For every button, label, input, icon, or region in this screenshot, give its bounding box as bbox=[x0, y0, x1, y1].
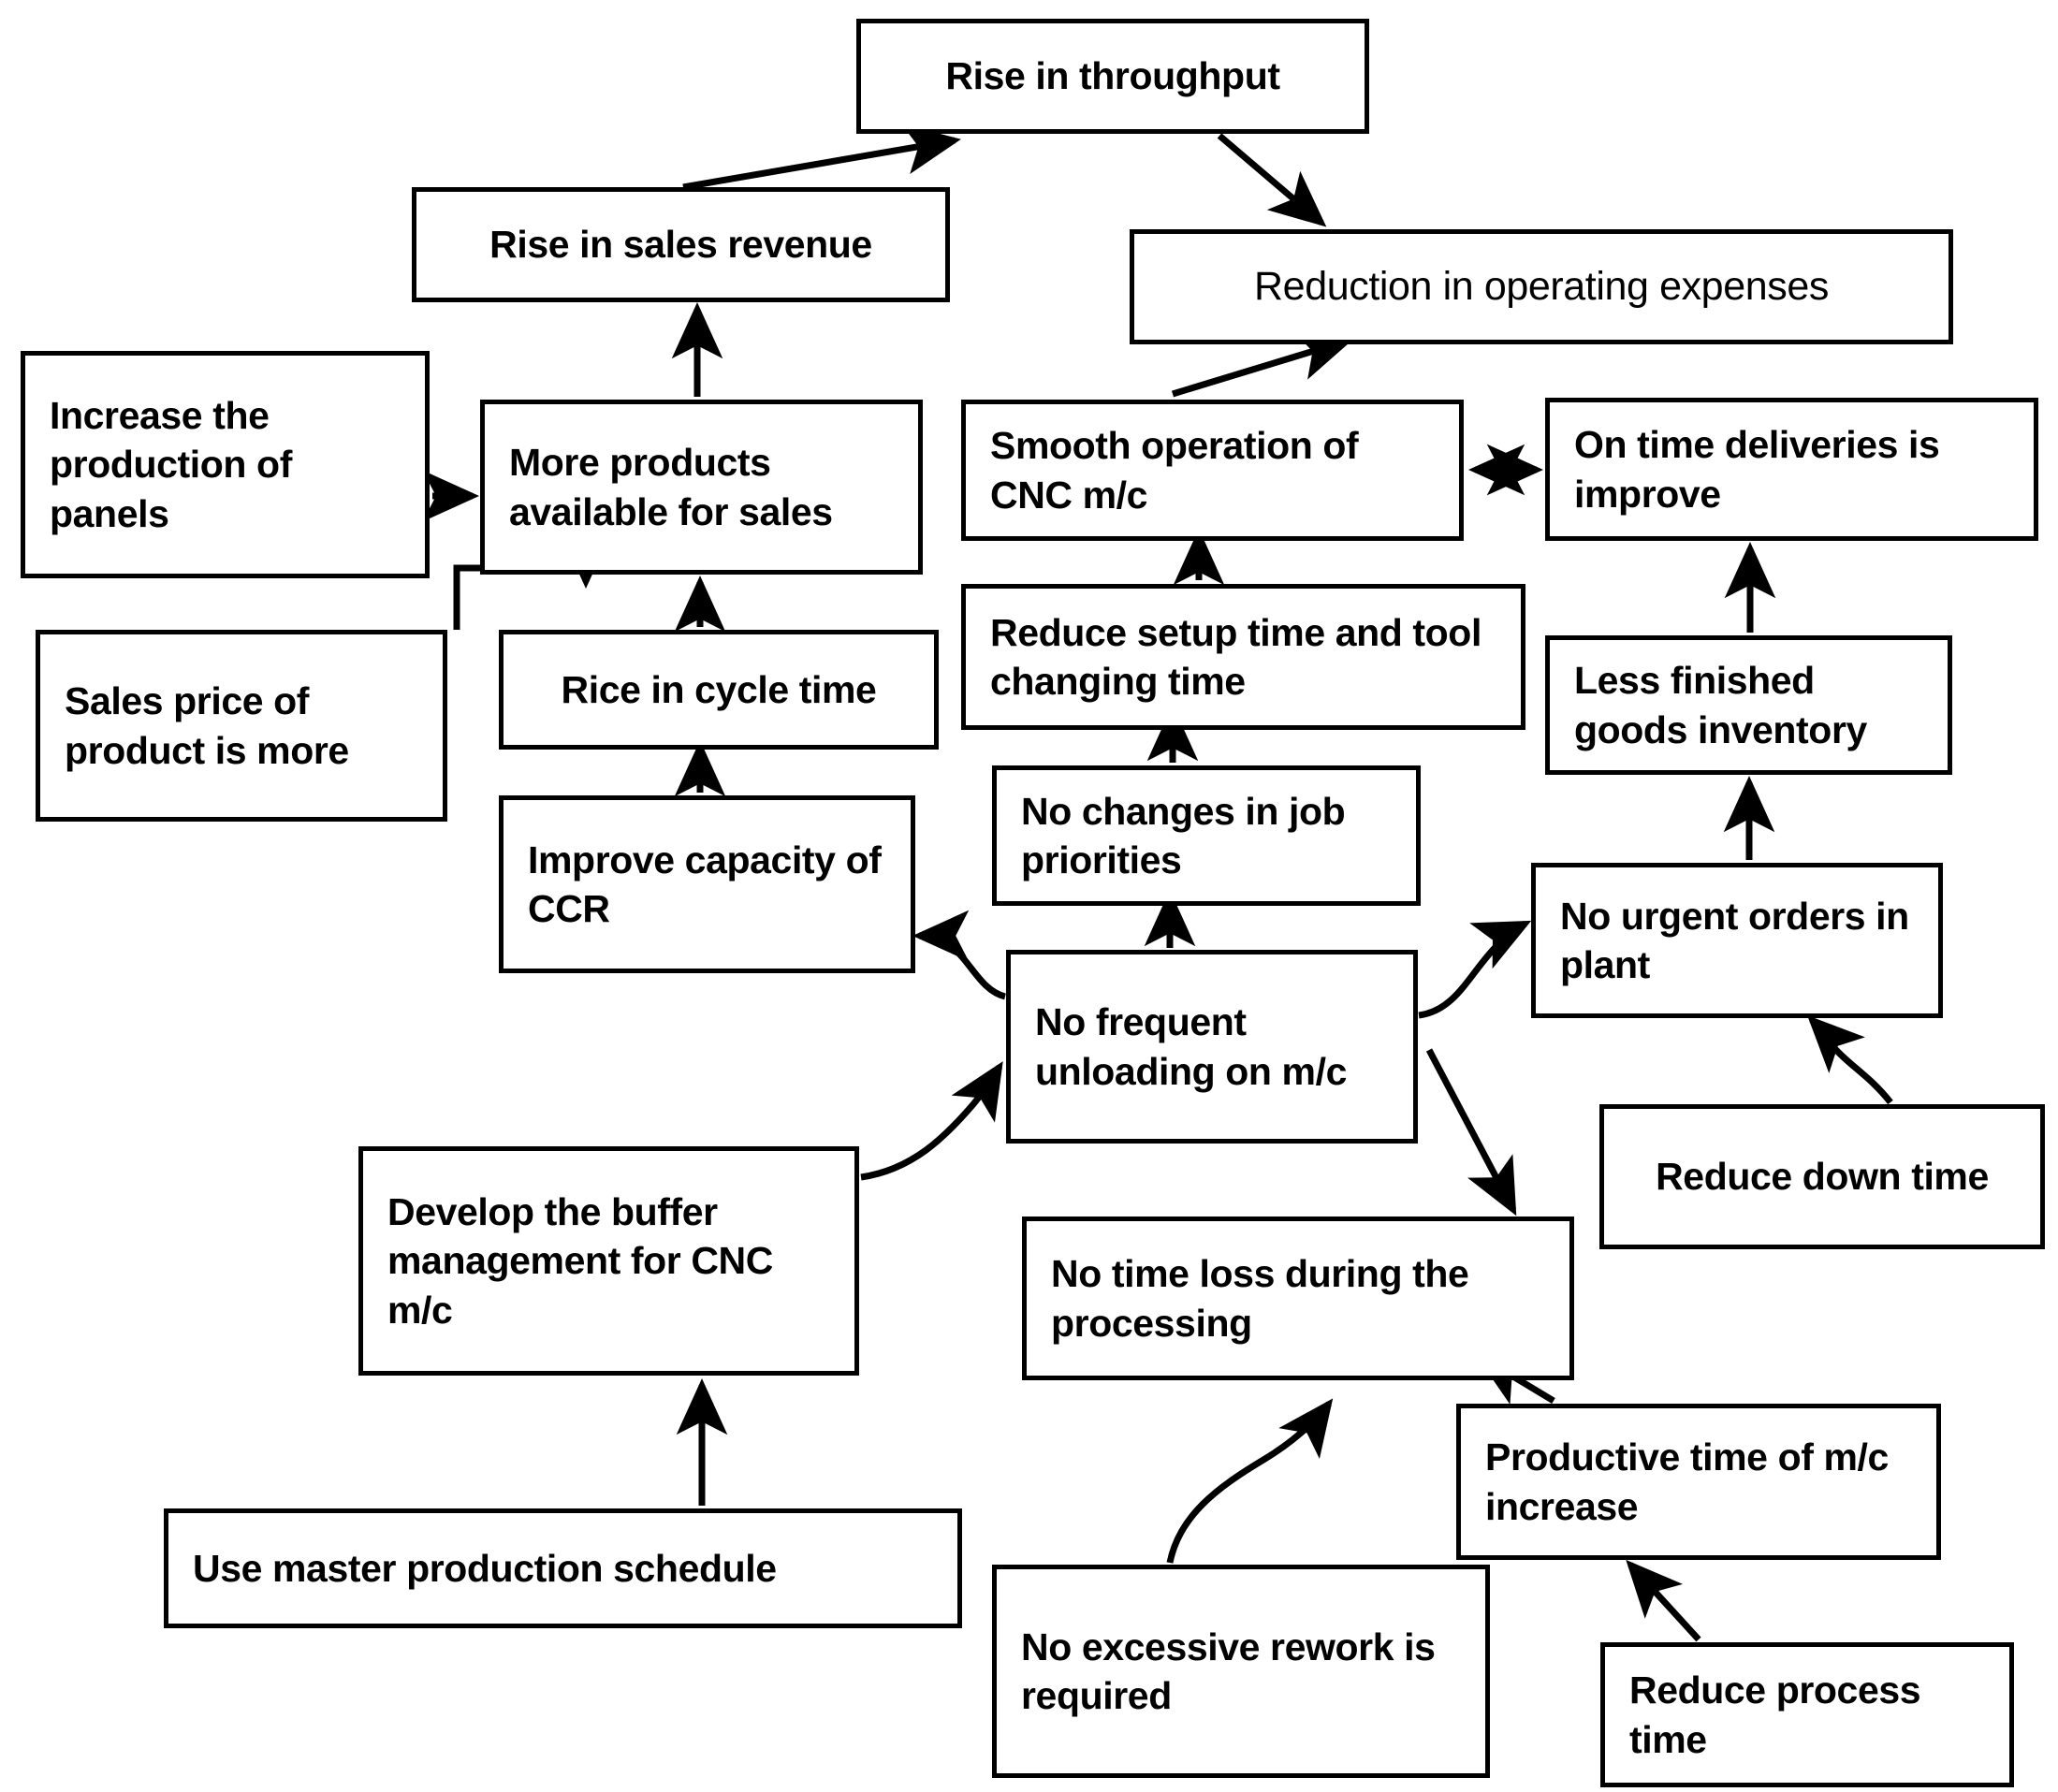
node-smooth-operation[interactable]: Smooth operation of CNC m/c bbox=[961, 400, 1464, 541]
node-label-no-excessive-rework: No excessive rework is required bbox=[1021, 1624, 1436, 1717]
node-reduce-setup-time[interactable]: Reduce setup time and tool changing time bbox=[961, 584, 1525, 730]
node-no-urgent-orders[interactable]: No urgent orders in plant bbox=[1531, 863, 1943, 1018]
node-label-reduce-process-time: Reduce process time bbox=[1629, 1668, 1921, 1761]
node-less-finished-goods[interactable]: Less finished goods inventory bbox=[1545, 635, 1952, 775]
edge-no-unloading-to-no-time-loss bbox=[1425, 1048, 1517, 1217]
node-develop-buffer[interactable]: Develop the buffer management for CNC m/… bbox=[358, 1146, 859, 1376]
node-no-frequent-unloading[interactable]: No frequent unloading on m/c bbox=[1006, 950, 1418, 1144]
node-label-improve-capacity-ccr: Improve capacity of CCR bbox=[528, 838, 882, 930]
edge-smooth-operation-to-reduction bbox=[1171, 330, 1354, 398]
edge-sales-price-to-more-products bbox=[453, 532, 612, 630]
node-use-master-schedule[interactable]: Use master production schedule bbox=[164, 1508, 962, 1628]
node-improve-capacity-ccr[interactable]: Improve capacity of CCR bbox=[499, 795, 915, 973]
node-label-rise-throughput: Rise in throughput bbox=[945, 54, 1280, 98]
edge-reduce-process-to-productive-time bbox=[1626, 1559, 1701, 1642]
node-productive-time[interactable]: Productive time of m/c increase bbox=[1456, 1404, 1941, 1560]
node-no-excessive-rework[interactable]: No excessive rework is required bbox=[992, 1565, 1490, 1778]
edge-rise-sales-to-throughput bbox=[682, 124, 961, 191]
node-label-no-changes-priorities: No changes in job priorities bbox=[1021, 789, 1346, 881]
node-label-reduce-down-time: Reduce down time bbox=[1656, 1155, 1989, 1199]
node-no-changes-priorities[interactable]: No changes in job priorities bbox=[992, 765, 1421, 906]
node-label-more-products: More products available for sales bbox=[509, 441, 833, 533]
node-label-sales-price: Sales price of product is more bbox=[65, 679, 349, 772]
edge-throughput-to-reduction bbox=[1217, 133, 1327, 227]
edge-no-unloading-to-improve-ccr bbox=[912, 910, 1007, 1000]
node-label-reduction-operating: Reduction in operating expenses bbox=[1254, 263, 1829, 309]
edge-no-unloading-to-no-urgent-orders bbox=[1418, 920, 1532, 1019]
node-on-time-deliveries[interactable]: On time deliveries is improve bbox=[1545, 398, 2038, 541]
node-label-no-frequent-unloading: No frequent unloading on m/c bbox=[1035, 1000, 1347, 1093]
node-label-productive-time: Productive time of m/c increase bbox=[1485, 1435, 1889, 1528]
edge-no-rework-to-no-time-loss bbox=[1166, 1398, 1334, 1564]
edge-reduce-down-to-no-urgent bbox=[1807, 1015, 1893, 1105]
node-rise-throughput[interactable]: Rise in throughput bbox=[856, 19, 1369, 134]
node-reduction-operating[interactable]: Reduction in operating expenses bbox=[1130, 229, 1953, 344]
node-label-no-time-loss: No time loss during the processing bbox=[1051, 1252, 1469, 1345]
node-label-rice-cycle-time: Rice in cycle time bbox=[561, 667, 877, 711]
node-label-reduce-setup-time: Reduce setup time and tool changing time bbox=[990, 610, 1481, 703]
node-rise-sales-revenue[interactable]: Rise in sales revenue bbox=[412, 187, 950, 302]
node-label-rise-sales-revenue: Rise in sales revenue bbox=[489, 223, 872, 267]
node-label-on-time-deliveries: On time deliveries is improve bbox=[1574, 423, 1940, 516]
node-more-products[interactable]: More products available for sales bbox=[480, 400, 923, 575]
node-no-time-loss[interactable]: No time loss during the processing bbox=[1022, 1217, 1574, 1380]
node-label-increase-production: Increase the production of panels bbox=[50, 393, 292, 535]
edge-develop-buffer-to-no-unloading bbox=[860, 1061, 1003, 1181]
node-label-develop-buffer: Develop the buffer management for CNC m/… bbox=[387, 1189, 773, 1332]
node-increase-production[interactable]: Increase the production of panels bbox=[21, 351, 430, 578]
node-label-use-master-schedule: Use master production schedule bbox=[193, 1546, 777, 1590]
node-reduce-process-time[interactable]: Reduce process time bbox=[1600, 1642, 2014, 1787]
node-label-no-urgent-orders: No urgent orders in plant bbox=[1560, 894, 1909, 986]
node-sales-price[interactable]: Sales price of product is more bbox=[36, 630, 447, 822]
node-label-less-finished-goods: Less finished goods inventory bbox=[1574, 659, 1867, 751]
node-rice-cycle-time[interactable]: Rice in cycle time bbox=[499, 630, 939, 750]
node-reduce-down-time[interactable]: Reduce down time bbox=[1599, 1104, 2045, 1249]
node-label-smooth-operation: Smooth operation of CNC m/c bbox=[990, 424, 1359, 517]
